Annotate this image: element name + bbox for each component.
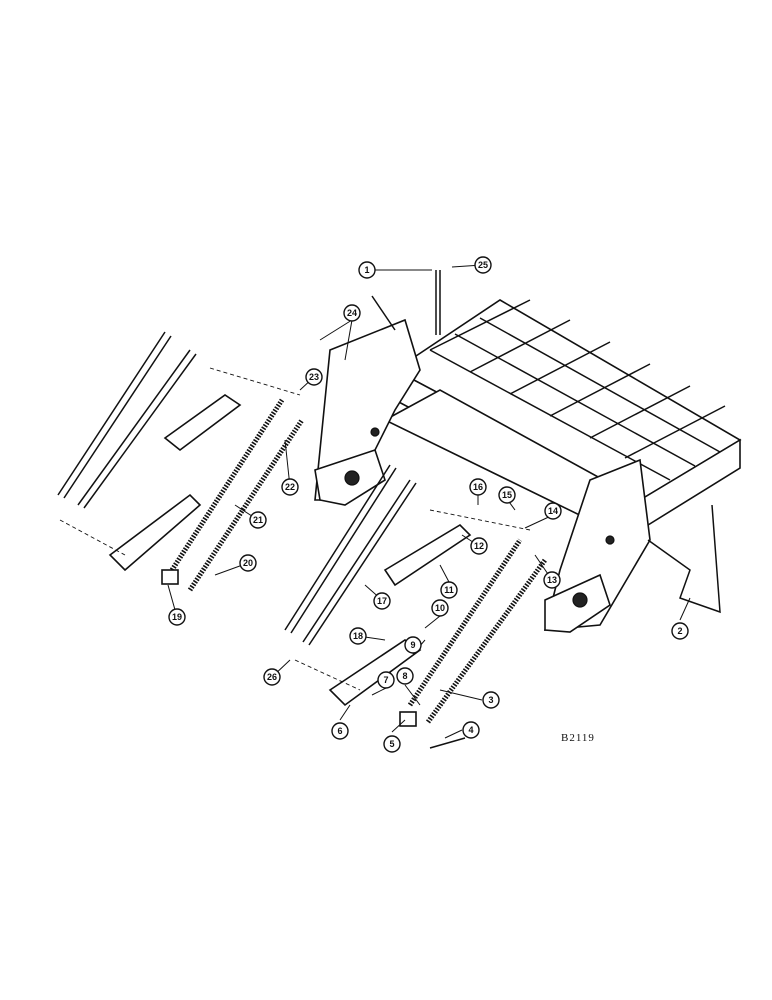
callout-21: 21	[249, 511, 267, 529]
svg-text:8: 8	[402, 671, 407, 681]
svg-text:4: 4	[468, 725, 473, 735]
callout-8: 8	[396, 667, 414, 685]
callout-5: 5	[383, 735, 401, 753]
callout-14: 14	[544, 502, 562, 520]
svg-text:10: 10	[435, 603, 445, 613]
callout-11: 11	[440, 581, 458, 599]
svg-text:9: 9	[410, 640, 415, 650]
svg-text:16: 16	[473, 482, 483, 492]
svg-text:15: 15	[502, 490, 512, 500]
callout-2: 2	[671, 622, 689, 640]
svg-text:20: 20	[243, 558, 253, 568]
callout-17: 17	[373, 592, 391, 610]
svg-text:12: 12	[474, 541, 484, 551]
callout-1: 1	[358, 261, 376, 279]
svg-text:26: 26	[267, 672, 277, 682]
callout-16: 16	[469, 478, 487, 496]
callout-9: 9	[404, 636, 422, 654]
svg-text:25: 25	[478, 260, 488, 270]
callout-23: 23	[305, 368, 323, 386]
callout-20: 20	[239, 554, 257, 572]
svg-text:19: 19	[172, 612, 182, 622]
svg-text:14: 14	[548, 506, 558, 516]
callout-25: 25	[474, 256, 492, 274]
svg-text:17: 17	[377, 596, 387, 606]
svg-text:13: 13	[547, 575, 557, 585]
drawing-code: B2119	[561, 732, 595, 744]
callout-7: 7	[377, 671, 395, 689]
callout-18: 18	[349, 627, 367, 645]
right-spring-assembly	[284, 464, 548, 749]
main-frame	[314, 270, 742, 633]
left-spring-assembly	[57, 331, 305, 592]
svg-text:22: 22	[285, 482, 295, 492]
svg-text:18: 18	[353, 631, 363, 641]
svg-text:5: 5	[389, 739, 394, 749]
svg-text:24: 24	[347, 308, 357, 318]
callout-24: 24	[343, 304, 361, 322]
callout-3: 3	[482, 691, 500, 709]
svg-text:11: 11	[444, 585, 454, 595]
callout-12: 12	[470, 537, 488, 555]
callout-26: 26	[263, 668, 281, 686]
callout-15: 15	[498, 486, 516, 504]
callout-4: 4	[462, 721, 480, 739]
svg-text:7: 7	[383, 675, 388, 685]
callout-10: 10	[431, 599, 449, 617]
callout-19: 19	[168, 608, 186, 626]
svg-text:21: 21	[253, 515, 263, 525]
svg-text:6: 6	[337, 726, 342, 736]
svg-text:1: 1	[364, 265, 369, 275]
svg-text:2: 2	[677, 626, 682, 636]
callout-22: 22	[281, 478, 299, 496]
callout-13: 13	[543, 571, 561, 589]
callout-6: 6	[331, 722, 349, 740]
svg-text:3: 3	[488, 695, 493, 705]
svg-text:23: 23	[309, 372, 319, 382]
